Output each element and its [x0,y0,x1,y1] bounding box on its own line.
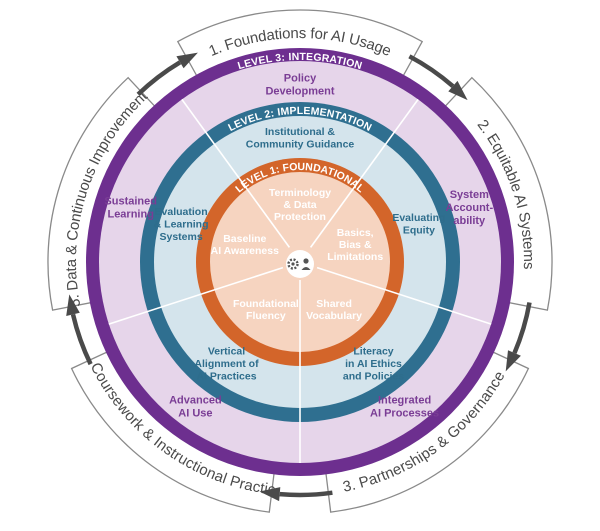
arrow-4-to-5 [66,294,93,366]
arrow-3-to-4 [259,487,333,502]
level1-item-2: Basics,Bias &Limitations [327,227,383,263]
arrow-2-to-3 [505,302,532,372]
arrow-1-to-2 [408,54,468,101]
gear-and-person-icon [286,250,314,278]
level2-labels: Institutional &Community GuidanceEvaluat… [154,126,446,383]
sector-dividers [108,98,492,463]
level2-item-1: Institutional &Community Guidance [246,126,355,151]
arrow-5-to-1 [136,52,198,97]
segment-arrows [66,52,532,502]
